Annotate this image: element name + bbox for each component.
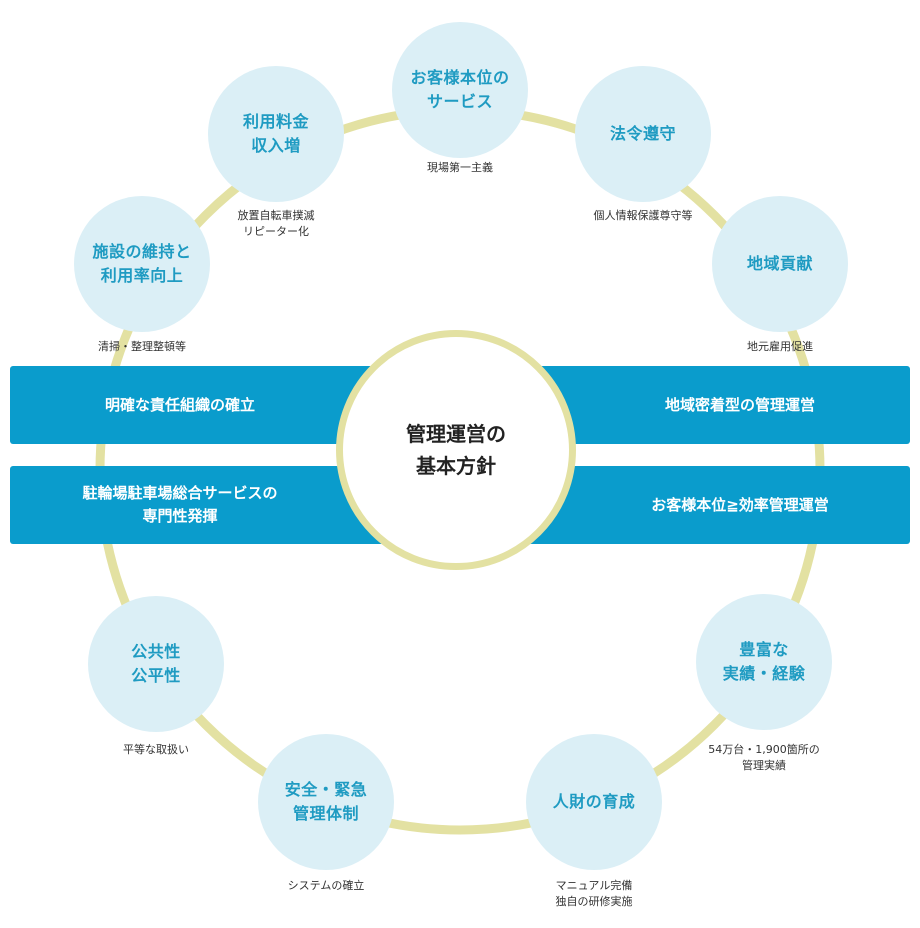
node-label: 法令遵守 — [609, 124, 676, 143]
node-community: 地域貢献 — [712, 196, 848, 332]
node-experience: 豊富な 実績・経験 — [696, 594, 832, 730]
node-training: 人財の育成 — [526, 734, 662, 870]
note-facility: 清掃・整理整頓等 — [98, 340, 186, 353]
note-experience: 54万台・1,900箇所の 管理実績 — [708, 743, 820, 772]
node-label: 公共性 公平性 — [131, 642, 181, 685]
center-circle: 管理運営の 基本方針 — [336, 330, 576, 570]
node-safety: 安全・緊急 管理体制 — [258, 734, 394, 870]
node-fairness: 公共性 公平性 — [88, 596, 224, 732]
node-revenue: 利用料金 収入増 — [208, 66, 344, 202]
note-fairness: 平等な取扱い — [123, 743, 189, 756]
node-label: 地域貢献 — [746, 254, 813, 273]
band-left-2: 駐輪場駐車場総合サービスの 専門性発揮 — [10, 466, 410, 544]
note-customer-service: 現場第一主義 — [427, 161, 493, 174]
note-compliance: 個人情報保護尊守等 — [593, 209, 693, 222]
note-training: マニュアル完備 独自の研修実施 — [555, 879, 633, 908]
band-right-2: お客様本位≧効率管理運営 — [510, 466, 910, 544]
node-facility: 施設の維持と 利用率向上 — [74, 196, 210, 332]
node-compliance: 法令遵守 — [575, 66, 711, 202]
node-label: 人財の育成 — [552, 792, 636, 811]
band-left-1-label: 明確な責任組織の確立 — [104, 395, 255, 414]
band-right-1-label: 地域密着型の管理運営 — [664, 395, 815, 414]
node-label: 利用料金 収入増 — [242, 112, 309, 155]
note-revenue: 放置自転車撲滅 リピーター化 — [237, 209, 315, 238]
note-community: 地元雇用促進 — [747, 340, 813, 353]
node-customer-service: お客様本位の サービス — [392, 22, 528, 158]
band-right-2-label: お客様本位≧効率管理運営 — [651, 495, 829, 514]
center-title: 管理運営の 基本方針 — [406, 422, 506, 478]
node-label: お客様本位の サービス — [410, 68, 510, 111]
node-label: 施設の維持と 利用率向上 — [92, 242, 192, 285]
note-safety: システムの確立 — [287, 879, 365, 892]
node-label: 安全・緊急 管理体制 — [284, 780, 368, 823]
node-label: 豊富な 実績・経験 — [722, 640, 806, 683]
band-right-1: 地域密着型の管理運営 — [510, 366, 910, 444]
band-left-2-label: 駐輪場駐車場総合サービスの 専門性発揮 — [82, 484, 278, 525]
